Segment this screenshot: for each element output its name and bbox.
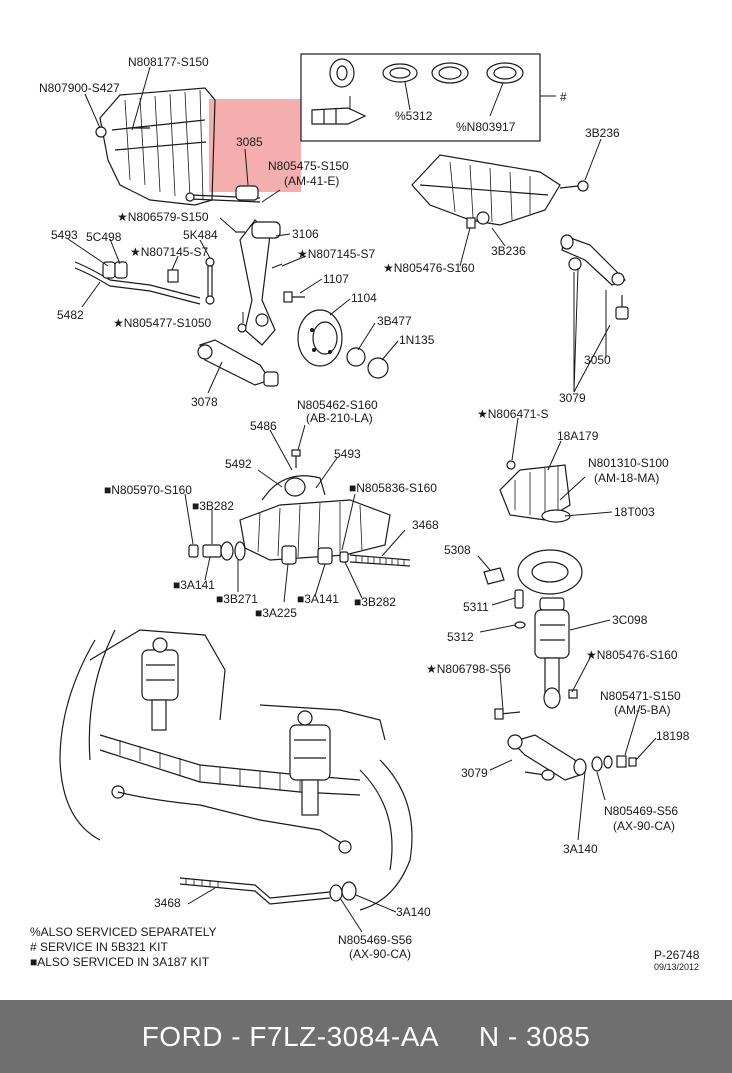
label-3a141-left: ■3A141 xyxy=(173,578,215,592)
service-kit-box xyxy=(300,53,556,142)
middle-left-mount-drawing xyxy=(188,449,411,567)
suspension-exploded-diagram: N808177-S150 N807900-S427 3085 N805475-S… xyxy=(30,53,700,972)
label-n806798: ★N806798-S56 xyxy=(426,662,511,676)
label-am5ba: (AM-5-BA) xyxy=(614,703,671,717)
label-3a140-bottom: 3A140 xyxy=(396,905,431,919)
note-also-serviced-in-kit: ■ALSO SERVICED IN 3A187 KIT xyxy=(30,955,210,969)
label-3a140-right: 3A140 xyxy=(563,842,598,856)
label-3b271: ■3B271 xyxy=(216,592,258,606)
label-n806471: ★N806471-S xyxy=(477,407,548,421)
highlight-box xyxy=(209,99,301,192)
label-3085: 3085 xyxy=(236,135,263,149)
label-pctn803917: %N803917 xyxy=(456,120,516,134)
label-3b477: 3B477 xyxy=(377,314,412,328)
label-5493-mid: 5493 xyxy=(334,447,361,461)
label-n805477: ★N805477-S1050 xyxy=(113,316,211,330)
label-hash: # xyxy=(560,90,567,104)
figure-number: P-26748 xyxy=(654,948,700,962)
label-n807145-left: ★N807145-S7 xyxy=(130,245,208,259)
label-5k484: 5K484 xyxy=(183,228,218,242)
label-3b236-top: 3B236 xyxy=(585,126,620,140)
label-3050: 3050 xyxy=(584,353,611,367)
figure-date: 09/13/2012 xyxy=(654,962,699,972)
label-n805469-right: N805469-S56 xyxy=(604,804,678,818)
label-3468-bottom: 3468 xyxy=(154,896,181,910)
label-am41e: (AM-41-E) xyxy=(284,174,339,188)
label-18t003: 18T003 xyxy=(614,505,655,519)
label-n805476-top: ★N805476-S160 xyxy=(383,261,475,275)
label-3468-top: 3468 xyxy=(412,518,439,532)
label-1104: 1104 xyxy=(351,291,377,305)
label-n805836: ■N805836-S160 xyxy=(349,481,437,495)
leader-lines xyxy=(67,66,657,933)
upper-left-frame-drawing xyxy=(74,87,389,387)
label-pct5312: %5312 xyxy=(395,109,433,123)
label-n805462: N805462-S160 xyxy=(297,398,378,412)
upper-right-frame-drawing xyxy=(411,154,629,320)
label-3c098: 3C098 xyxy=(612,613,648,627)
label-18198: 18198 xyxy=(656,729,690,743)
label-3079-top: 3079 xyxy=(559,391,586,405)
label-1107: 1107 xyxy=(323,272,349,286)
label-n807145-right: ★N807145-S7 xyxy=(297,247,375,261)
strut-assembly-drawing xyxy=(483,460,637,781)
label-5312: 5312 xyxy=(447,630,474,644)
label-5492: 5492 xyxy=(225,457,252,471)
label-n805469-bottom: N805469-S56 xyxy=(338,933,412,947)
label-3b236-bottom: 3B236 xyxy=(491,244,526,258)
label-5c498: 5C498 xyxy=(86,230,122,244)
label-5311: 5311 xyxy=(463,600,489,614)
callout-labels: N808177-S150 N807900-S427 3085 N805475-S… xyxy=(30,55,700,972)
label-1n135: 1N135 xyxy=(399,333,435,347)
label-ax90ca-bottom: (AX-90-CA) xyxy=(349,947,411,961)
label-3078: 3078 xyxy=(191,395,218,409)
note-service-in-kit: # SERVICE IN 5B321 KIT xyxy=(30,940,169,954)
label-n805476-mid: ★N805476-S160 xyxy=(586,648,678,662)
part-number-footer: FORD - F7LZ-3084-AA N - 3085 xyxy=(0,1000,732,1073)
footer-part-text: FORD - F7LZ-3084-AA N - 3085 xyxy=(141,1020,591,1052)
label-n807900: N807900-S427 xyxy=(39,81,120,95)
label-n805970: ■N805970-S160 xyxy=(104,483,192,497)
label-am18ma: (AM-18-MA) xyxy=(594,471,659,485)
label-3b282-right: ■3B282 xyxy=(354,595,396,609)
label-n808177: N808177-S150 xyxy=(128,55,209,69)
label-5482: 5482 xyxy=(57,308,84,322)
label-n805471: N805471-S150 xyxy=(600,689,681,703)
label-3a225: ■3A225 xyxy=(255,606,297,620)
label-ax90ca-right: (AX-90-CA) xyxy=(613,819,675,833)
label-5493-top: 5493 xyxy=(51,228,78,242)
label-3a141-right: ■3A141 xyxy=(297,592,339,606)
label-n801310: N801310-S100 xyxy=(588,456,669,470)
label-n806579: ★N806579-S150 xyxy=(117,210,209,224)
vehicle-underbody-drawing xyxy=(59,629,413,911)
label-5486: 5486 xyxy=(250,419,277,433)
note-also-serviced-separately: %ALSO SERVICED SEPARATELY xyxy=(30,925,217,939)
label-3079-mid: 3079 xyxy=(461,766,488,780)
label-n805475: N805475-S150 xyxy=(268,159,349,173)
label-3106: 3106 xyxy=(292,227,319,241)
label-3b282-left: ■3B282 xyxy=(192,499,234,513)
label-18a179: 18A179 xyxy=(557,429,599,443)
label-ab210la: (AB-210-LA) xyxy=(306,411,373,425)
label-5308: 5308 xyxy=(444,543,471,557)
